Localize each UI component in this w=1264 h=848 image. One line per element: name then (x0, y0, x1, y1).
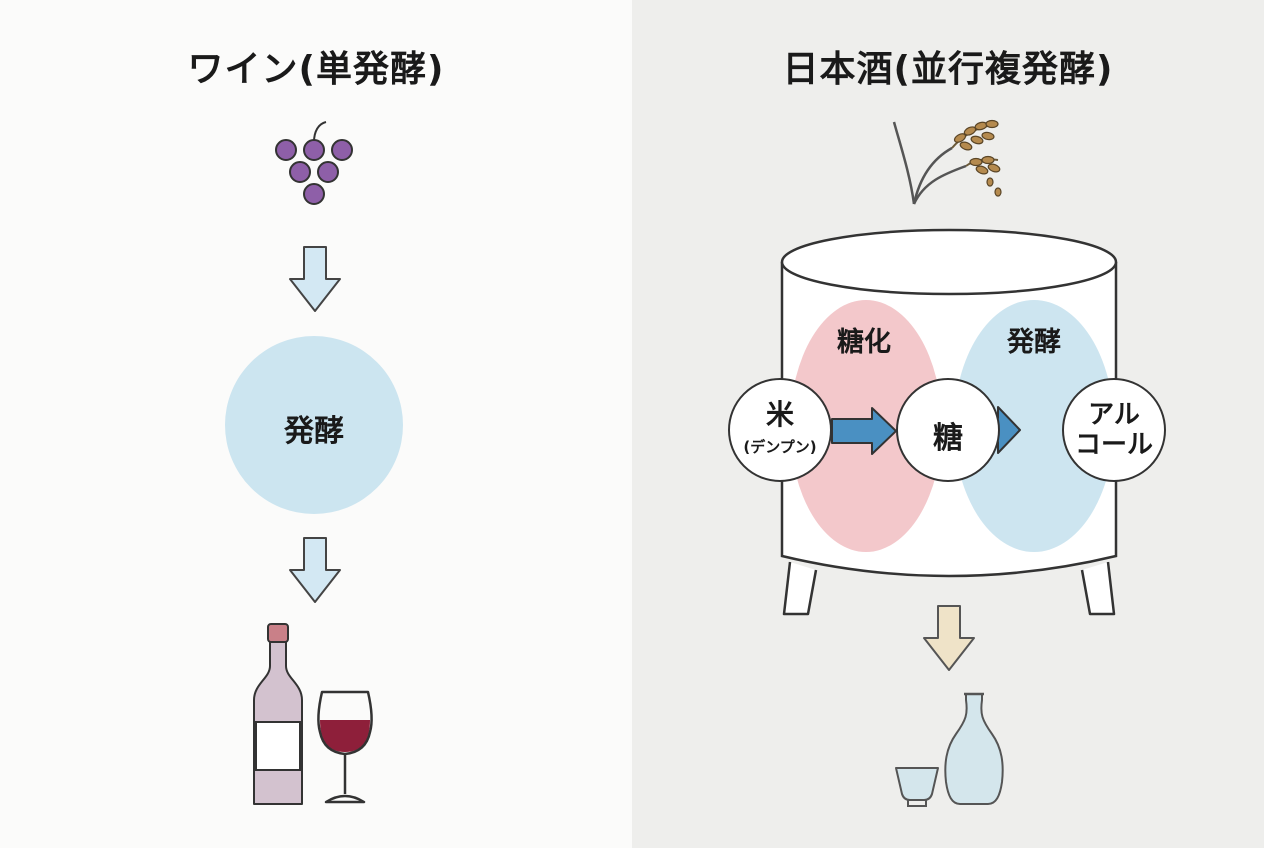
sake-panel: 日本酒(並行複発酵) 糖化 (632, 0, 1264, 848)
sake-bottle-icon (944, 692, 1004, 805)
fermentation-circle (225, 336, 403, 514)
sugar-node (896, 378, 1000, 482)
alcohol-label-line1: アル (1088, 400, 1140, 430)
down-arrow-icon (289, 246, 341, 312)
right-arrow-icon (831, 407, 897, 455)
wine-glass-icon (317, 690, 373, 804)
sake-cup-icon (895, 767, 939, 807)
alcohol-label: アル コール (1062, 400, 1166, 460)
rice-node-text: 米 (デンプン) (728, 400, 832, 462)
alcohol-node (1062, 378, 1166, 482)
down-arrow-icon (923, 605, 975, 671)
grape-icon (275, 121, 353, 205)
wine-title: ワイン(単発酵) (187, 49, 445, 90)
fermentation-label: 発酵 (284, 414, 344, 449)
sake-fermentation-label: 発酵 (1007, 327, 1061, 358)
rice-label: 米 (765, 398, 794, 431)
sugar-label: 糖 (933, 421, 963, 456)
rice-plant-icon (892, 119, 1002, 205)
sake-title: 日本酒(並行複発酵) (782, 49, 1114, 90)
rice-node (728, 378, 832, 482)
down-arrow-icon (289, 537, 341, 603)
wine-panel: ワイン(単発酵) 発酵 (187, 49, 445, 805)
wine-bottle-icon (253, 623, 303, 805)
rice-sub-label: (デンプン) (743, 438, 817, 456)
saccharification-label: 糖化 (837, 327, 891, 358)
alcohol-label-line2: コール (1074, 430, 1153, 460)
